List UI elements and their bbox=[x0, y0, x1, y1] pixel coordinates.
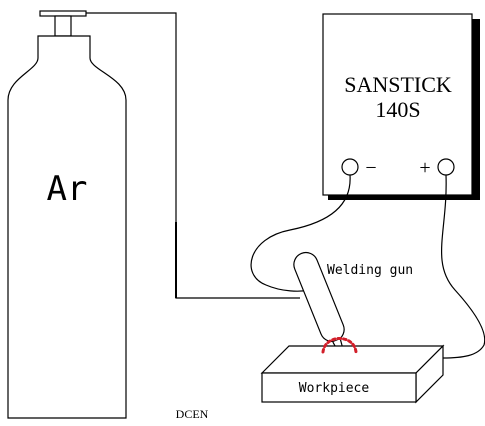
workpiece bbox=[260, 344, 445, 404]
machine-name-line2: 140S bbox=[375, 97, 420, 122]
machine-name-line1: SANSTICK bbox=[344, 72, 452, 97]
argon-cylinder bbox=[7, 10, 127, 419]
work-cable bbox=[440, 174, 485, 359]
gas-hose bbox=[86, 12, 300, 299]
positive-symbol: + bbox=[419, 157, 430, 179]
cylinder-valve-stem bbox=[54, 15, 72, 37]
gas-label: Ar bbox=[47, 169, 88, 209]
workpiece-front bbox=[261, 372, 417, 403]
negative-symbol: − bbox=[365, 157, 376, 179]
cylinder-body bbox=[7, 35, 127, 419]
gun-cable bbox=[250, 174, 351, 292]
welding-arc bbox=[321, 337, 358, 354]
workpiece-label: Workpiece bbox=[299, 381, 370, 396]
welding-gun-label: Welding gun bbox=[327, 263, 413, 278]
cylinder-handle bbox=[39, 10, 87, 17]
negative-terminal bbox=[341, 158, 359, 176]
positive-terminal bbox=[437, 158, 455, 176]
polarity-label: DCEN bbox=[176, 407, 209, 421]
workpiece-top bbox=[260, 345, 445, 374]
welding-machine bbox=[322, 13, 480, 200]
